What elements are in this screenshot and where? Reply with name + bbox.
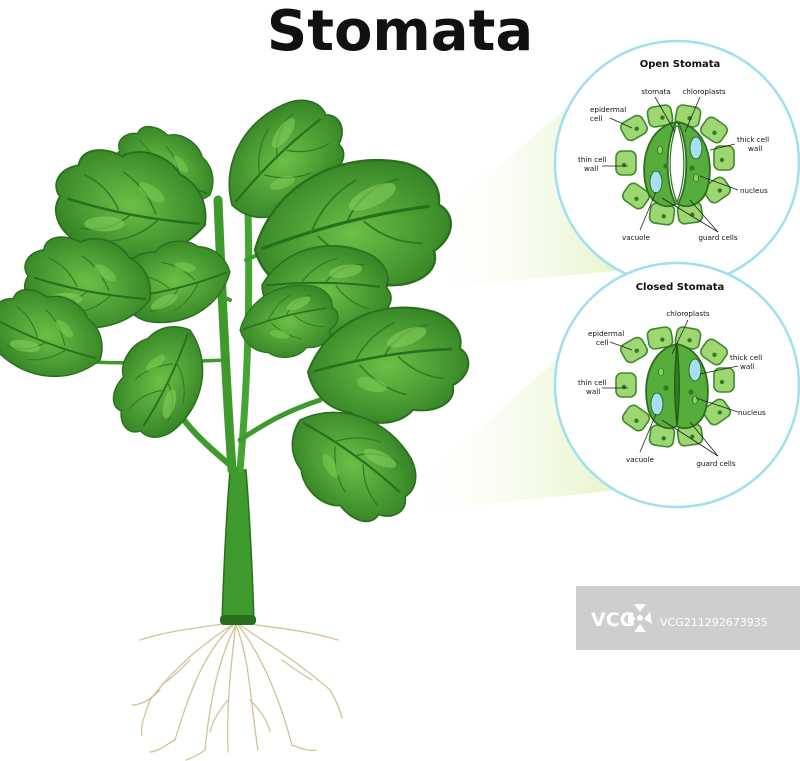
open-stomata-pointers [602,96,739,233]
closed-stomata-title: Closed Stomata [636,282,725,293]
closed-stomata-panel: Closed Stomata [553,261,800,509]
open-label-thick-wall-1: thick cell [737,135,769,144]
open-label-epidermal-cell-2: cell [590,114,602,123]
open-label-chloroplasts: chloroplasts [682,87,726,96]
open-label-thick-wall-2: wall [748,144,762,153]
open-label-nucleus: nucleus [740,186,768,195]
open-label-guard-cells: guard cells [698,233,738,242]
open-stomata-cells [615,103,735,227]
watermark-id: VCG211292673935 [660,616,768,629]
open-stomata-panel: Open Stomata [553,39,800,287]
open-stomata-title: Open Stomata [640,59,721,70]
closed-label-thin-wall-2: wall [586,387,600,396]
closed-label-thin-wall-1: thin cell [578,378,607,387]
watermark-brand: VCG [591,609,635,631]
open-label-thin-wall-2: wall [584,164,598,173]
page-title: Stomata [267,0,533,64]
closed-label-thick-wall-2: wall [740,362,754,371]
watermark: VCG VCG211292673935 [576,586,800,650]
open-label-thin-wall-1: thin cell [578,155,607,164]
closed-label-vacuole: vacuole [626,455,655,464]
open-label-stomata: stomata [641,87,671,96]
watermark-logo-icon [628,604,652,632]
open-label-vacuole: vacuole [622,233,651,242]
closed-label-epidermal-cell-2: cell [596,338,608,347]
plant-roots [131,621,343,761]
closed-label-guard-cells: guard cells [696,459,736,468]
open-label-epidermal-cell-1: epidermal [590,105,626,114]
closed-label-chloroplasts: chloroplasts [666,309,710,318]
closed-label-epidermal-cell-1: epidermal [588,329,624,338]
closed-label-thick-wall-1: thick cell [730,353,762,362]
closed-label-nucleus: nucleus [738,408,766,417]
closed-stomata-cells [615,325,735,449]
closed-stomata-pointers [602,319,739,457]
